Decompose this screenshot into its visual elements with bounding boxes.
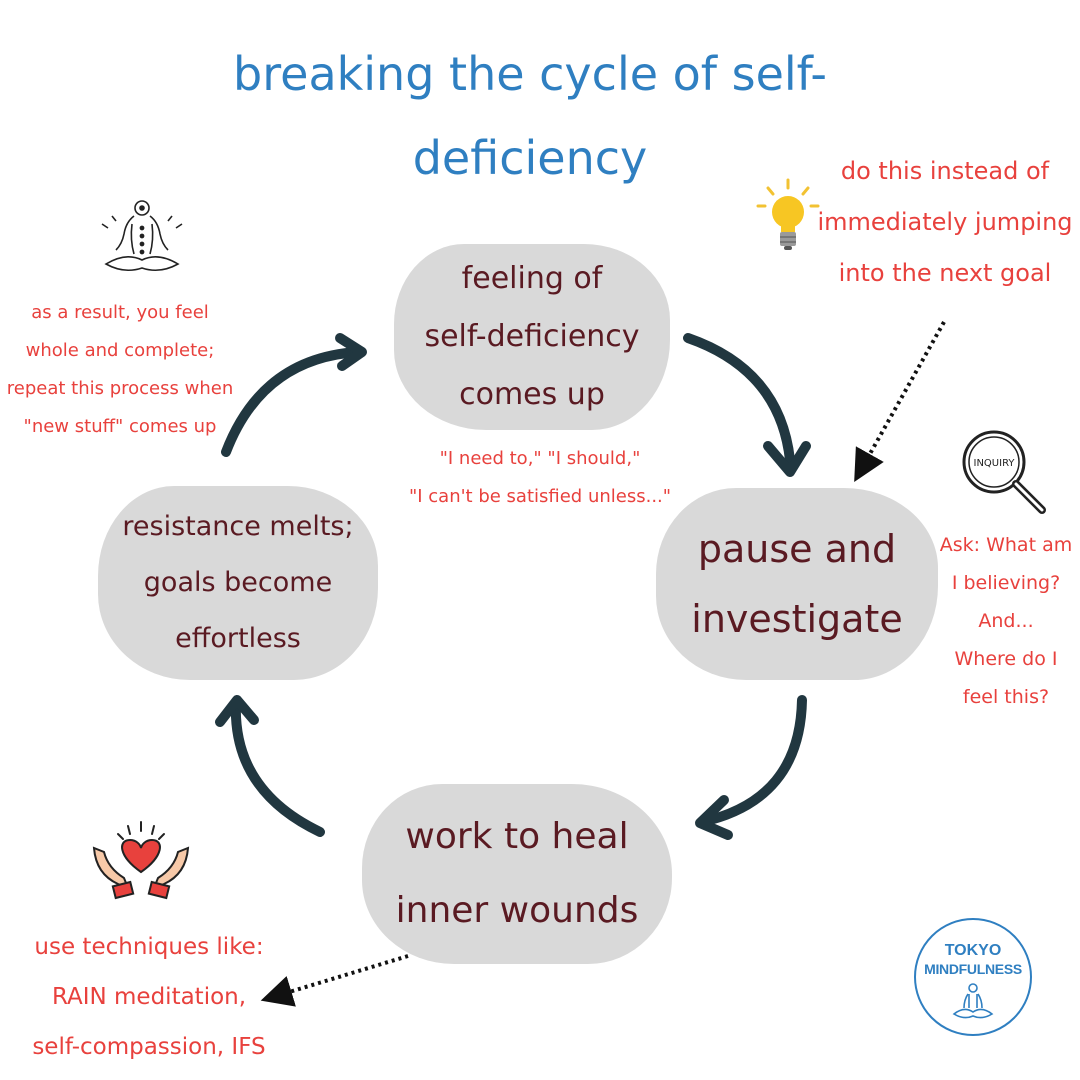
node-heal-line-2: inner wounds bbox=[395, 890, 639, 931]
node-feeling-line-3: comes up bbox=[459, 377, 605, 412]
note-instead-line-1: do this instead of bbox=[840, 157, 1050, 185]
note-result: as a result, you feel whole and complete… bbox=[0, 294, 240, 446]
note-techniques: use techniques like: RAIN meditation, se… bbox=[18, 922, 280, 1072]
inquiry-label: INQUIRY bbox=[974, 458, 1016, 469]
node-heal-line-1: work to heal bbox=[405, 816, 629, 857]
note-instead: do this instead of immediately jumping i… bbox=[812, 146, 1078, 299]
node-pause-line-1: pause and bbox=[697, 527, 897, 571]
note-ask-line-5: feel this? bbox=[962, 686, 1050, 708]
title-line-1: breaking the cycle of self- bbox=[233, 47, 827, 101]
node-pause: pause and investigate bbox=[656, 488, 938, 680]
node-feeling-line-1: feeling of bbox=[461, 261, 603, 296]
node-heal: work to heal inner wounds bbox=[362, 784, 672, 964]
lightbulb-icon bbox=[752, 176, 824, 256]
node-feeling-line-2: self-deficiency bbox=[424, 319, 640, 354]
arrow-resistance-to-feeling bbox=[221, 333, 367, 457]
title-line-2: deficiency bbox=[412, 131, 648, 185]
arrow-pause-to-heal bbox=[695, 695, 807, 840]
note-result-line-1: as a result, you feel bbox=[31, 302, 209, 323]
note-instead-line-3: into the next goal bbox=[838, 259, 1052, 287]
note-result-line-4: "new stuff" comes up bbox=[23, 416, 217, 437]
heart-hands-icon bbox=[88, 818, 194, 902]
note-techniques-line-1: use techniques like: bbox=[34, 934, 264, 960]
note-quote: "I need to," "I should," "I can't be sat… bbox=[380, 440, 700, 516]
node-resistance-line-3: effortless bbox=[175, 623, 301, 654]
node-resistance-line-1: resistance melts; bbox=[122, 511, 354, 542]
note-quote-line-2: "I can't be satisfied unless..." bbox=[408, 486, 672, 507]
node-pause-line-2: investigate bbox=[691, 597, 903, 641]
note-result-line-2: whole and complete; bbox=[25, 340, 215, 361]
arrow-feeling-to-pause bbox=[683, 333, 811, 477]
tokyo-mindfulness-logo: TOKYO MINDFULNESS bbox=[914, 918, 1032, 1036]
logo-line-2: MINDFULNESS bbox=[924, 961, 1022, 977]
logo-line-1: TOKYO bbox=[944, 942, 1002, 959]
note-ask-line-4: Where do I bbox=[954, 648, 1058, 670]
note-ask-line-2: I believing? bbox=[951, 572, 1061, 594]
title: breaking the cycle of self- deficiency bbox=[140, 32, 920, 200]
note-quote-line-1: "I need to," "I should," bbox=[439, 448, 641, 469]
note-ask-line-1: Ask: What am bbox=[939, 534, 1073, 556]
dotted-arrow-instead bbox=[854, 321, 946, 482]
magnifier-icon: INQUIRY bbox=[956, 428, 1048, 518]
note-ask: Ask: What am I believing? And... Where d… bbox=[936, 526, 1076, 716]
note-ask-line-3: And... bbox=[978, 610, 1034, 632]
arrow-heal-to-resistance bbox=[215, 695, 325, 837]
node-resistance: resistance melts; goals become effortles… bbox=[98, 486, 378, 680]
note-instead-line-2: immediately jumping bbox=[817, 208, 1073, 236]
meditation-figure-icon bbox=[96, 194, 188, 284]
node-feeling: feeling of self-deficiency comes up bbox=[394, 244, 670, 430]
dotted-arrow-techniques bbox=[260, 954, 409, 1007]
logo-meditator-icon bbox=[952, 983, 994, 1019]
note-result-line-3: repeat this process when bbox=[6, 378, 234, 399]
node-resistance-line-2: goals become bbox=[143, 567, 333, 598]
note-techniques-line-2: RAIN meditation, bbox=[51, 984, 247, 1010]
note-techniques-line-3: self-compassion, IFS bbox=[32, 1034, 266, 1060]
